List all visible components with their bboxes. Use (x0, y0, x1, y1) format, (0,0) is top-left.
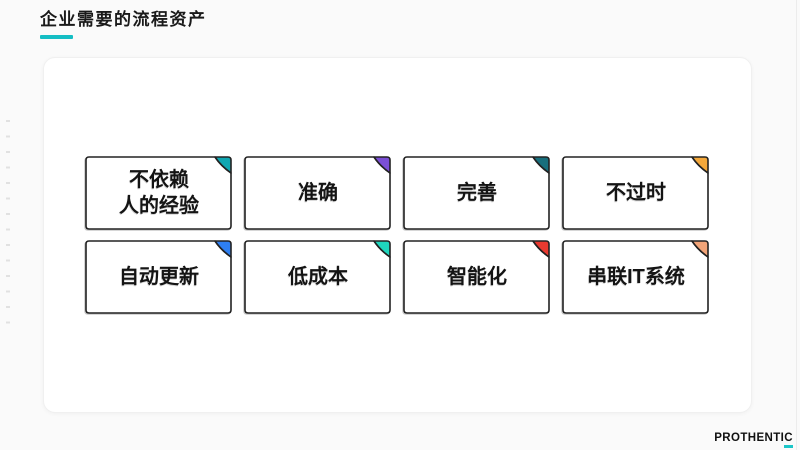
note-shape (244, 156, 391, 230)
brand-logo: PROTHENTIC (714, 432, 793, 448)
note-label: 自动更新 (119, 266, 199, 288)
note-fold-corner (691, 156, 709, 174)
note-fold-corner (214, 240, 232, 258)
note-fold-corner (691, 240, 709, 258)
note-label: 完善 (457, 182, 497, 204)
note-card: 串联IT系统 (562, 240, 710, 314)
title-accent-bar (40, 35, 73, 40)
note-label: 不过时 (606, 182, 666, 204)
note-shape (85, 156, 232, 230)
note-shape (562, 240, 709, 314)
note-fold-corner (214, 156, 232, 174)
note-label: 低成本 (288, 266, 348, 288)
note-label: 不依赖 人的经验 (119, 169, 199, 217)
brand-accent-letter: C (784, 432, 793, 448)
note-fold-corner (373, 240, 391, 258)
note-card: 完善 (403, 156, 551, 230)
note-label: 智能化 (447, 266, 507, 288)
note-card: 准确 (244, 156, 392, 230)
note-shape (403, 156, 550, 230)
page-title: 企业需要的流程资产 (40, 10, 207, 29)
right-edge-line (796, 0, 797, 450)
content-card: 不依赖 人的经验 准确 完善 不过时 (43, 57, 752, 413)
note-card: 不过时 (562, 156, 710, 230)
note-fold-corner (532, 156, 550, 174)
note-fold-corner (373, 156, 391, 174)
slide-header: 企业需要的流程资产 (40, 10, 207, 40)
note-card: 不依赖 人的经验 (85, 156, 233, 230)
brand-text: PROTHENTI (714, 432, 785, 444)
note-card: 低成本 (244, 240, 392, 314)
note-shape (244, 240, 391, 314)
note-card: 智能化 (403, 240, 551, 314)
notes-grid: 不依赖 人的经验 准确 完善 不过时 (85, 156, 710, 314)
note-label: 准确 (298, 182, 338, 204)
left-dotted-line (6, 120, 10, 332)
note-card: 自动更新 (85, 240, 233, 314)
note-shape (562, 156, 709, 230)
note-shape (403, 240, 550, 314)
note-fold-corner (532, 240, 550, 258)
note-label: 串联IT系统 (587, 266, 685, 288)
note-shape (85, 240, 232, 314)
